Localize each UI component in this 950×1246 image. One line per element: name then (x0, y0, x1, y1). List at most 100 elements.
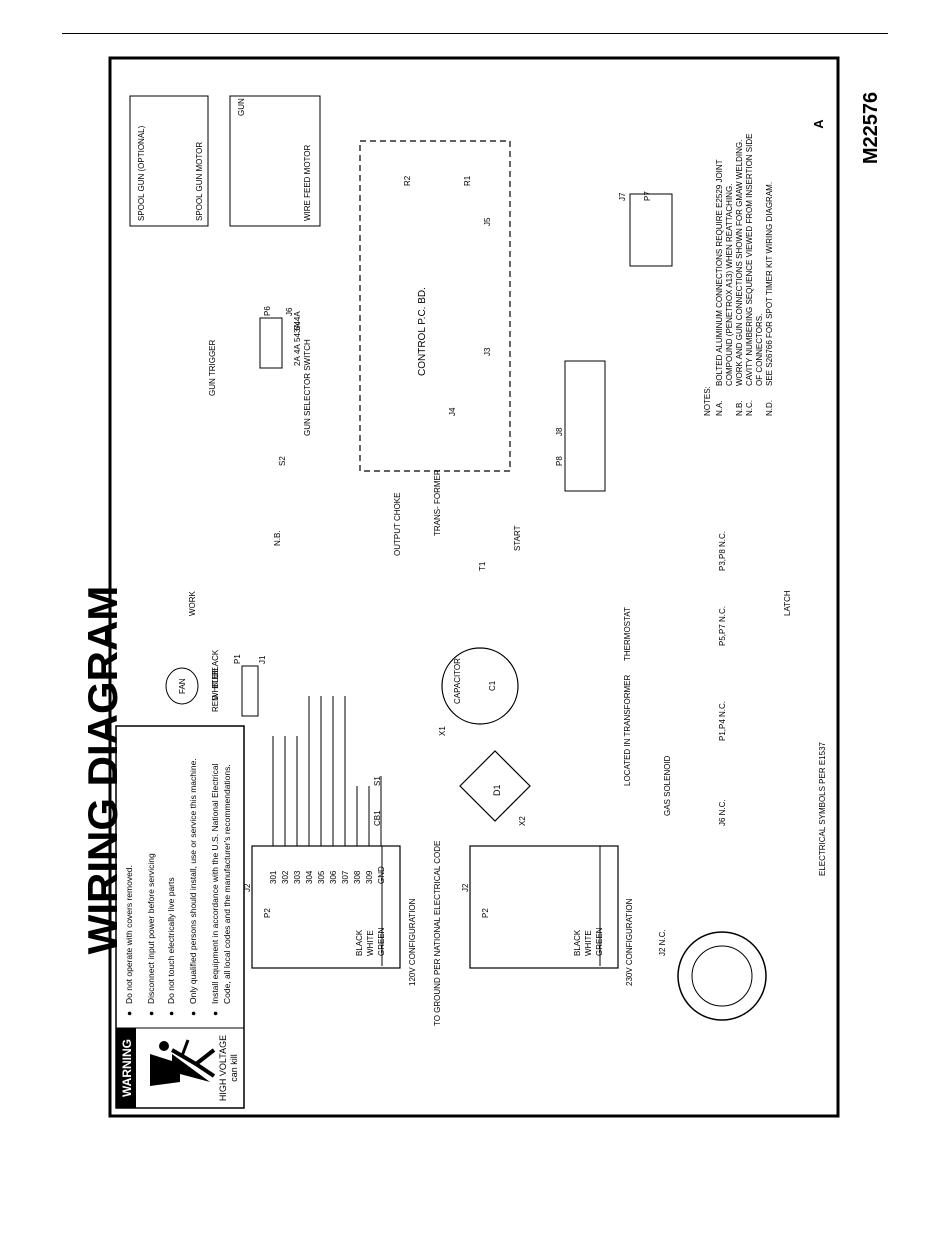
svg-text:X2: X2 (518, 816, 527, 826)
capacitor-c1: CAPACITOR C1 (441, 647, 519, 725)
hazard-text: HIGH VOLTAGE (218, 1035, 228, 1101)
svg-text:J2: J2 (243, 883, 252, 892)
svg-text:●: ● (166, 1011, 176, 1016)
shock-hazard-icon (150, 1039, 216, 1086)
svg-text:303: 303 (293, 870, 302, 884)
j2-round-connector: J2 N.C. (658, 929, 767, 1021)
gas-solenoid-label: GAS SOLENOID (663, 755, 672, 816)
svg-text:2A: 2A (293, 356, 302, 366)
svg-text:J4: J4 (448, 407, 457, 416)
svg-text:P1: P1 (233, 654, 242, 664)
svg-text:R1: R1 (463, 175, 472, 186)
svg-text:BLACK: BLACK (211, 649, 220, 676)
j2-wire-labels: 301 302 303 304 305 306 307 308 309 GND (269, 866, 386, 884)
top-rule (62, 33, 888, 34)
svg-text:308: 308 (353, 870, 362, 884)
svg-text:BOLTED ALUMINUM CONNECTIONS RE: BOLTED ALUMINUM CONNECTIONS REQUIRE E252… (715, 159, 724, 386)
svg-text:J2: J2 (461, 883, 470, 892)
svg-text:RED: RED (211, 695, 220, 712)
svg-text:NOTES:: NOTES: (703, 386, 712, 416)
warning-header: WARNING (120, 1039, 134, 1097)
work-label: WORK (188, 590, 197, 616)
svg-text:P6: P6 (263, 306, 272, 316)
control-pc-board: CONTROL P.C. BD. R1 R2 J3 J4 J5 (359, 140, 511, 472)
notes-block: NOTES: N.A.BOLTED ALUMINUM CONNECTIONS R… (703, 134, 774, 416)
svg-text:SPOOL GUN MOTOR: SPOOL GUN MOTOR (195, 142, 204, 221)
electrical-symbols-note: ELECTRICAL SYMBOLS PER E1537 (818, 741, 827, 876)
svg-text:304: 304 (305, 870, 314, 884)
svg-text:305: 305 (317, 870, 326, 884)
svg-text:CAPACITOR: CAPACITOR (453, 658, 462, 704)
svg-text:WHITE: WHITE (211, 674, 220, 700)
j2-green: GREEN (377, 927, 386, 956)
svg-text:J1: J1 (258, 655, 267, 664)
svg-text:GREEN: GREEN (595, 927, 604, 956)
p5p7-nc-label: P5,P7 N.C. (718, 606, 727, 646)
j6-block: P6 J6 544A 543A 4A 2A (259, 306, 302, 369)
gun-box: GUN WIRE FEED MOTOR (229, 95, 321, 227)
svg-text:●: ● (188, 1011, 198, 1016)
svg-text:SPOOL GUN (OPTIONAL): SPOOL GUN (OPTIONAL) (137, 125, 146, 221)
warning-bullet-5: Install equipment in accordance with the… (210, 763, 220, 1004)
gun-selector-label: GUN SELECTOR SWITCH (303, 339, 312, 436)
svg-text:X1: X1 (438, 726, 447, 736)
svg-text:J5: J5 (483, 217, 492, 226)
page-title: WIRING DIAGRAM (79, 586, 126, 955)
s1-label: S1 (373, 776, 382, 786)
j8-block: J8 P8 (555, 360, 606, 492)
warning-bullet-3: Do not touch electrically live parts (166, 877, 176, 1004)
p3p8-nc-label: P3,P8 N.C. (718, 531, 727, 571)
latch-label: LATCH (783, 590, 792, 616)
svg-text:BLACK: BLACK (573, 929, 582, 956)
svg-text:N.B.: N.B. (735, 400, 744, 416)
j2-black: BLACK (355, 929, 364, 956)
svg-text:WIRE FEED MOTOR: WIRE FEED MOTOR (303, 144, 312, 221)
svg-text:543A: 543A (293, 323, 302, 342)
svg-text:CAVITY NUMBERING SEQUENCE VIEW: CAVITY NUMBERING SEQUENCE VIEWED FROM IN… (745, 134, 754, 386)
revision-letter: A (811, 119, 826, 129)
transformer-label: TRANS- FORMER (433, 469, 442, 536)
located-in-transformer: LOCATED IN TRANSFORMER (623, 675, 632, 786)
svg-text:SEE S26766 FOR SPOT TIMER KIT: SEE S26766 FOR SPOT TIMER KIT WIRING DIA… (765, 182, 774, 386)
svg-text:301: 301 (269, 870, 278, 884)
svg-text:J3: J3 (483, 347, 492, 356)
diagram-frame (108, 56, 840, 1118)
diagram-id: M22576 (860, 92, 882, 164)
svg-text:R2: R2 (403, 175, 412, 186)
svg-text:J7: J7 (618, 192, 627, 201)
cfg-120-label: 120V CONFIGURATION (408, 898, 417, 986)
svg-text:P8: P8 (555, 456, 564, 466)
svg-text:GUN: GUN (237, 98, 246, 116)
t1-label: T1 (478, 561, 487, 571)
svg-text:●: ● (210, 1011, 220, 1016)
svg-text:302: 302 (281, 870, 290, 884)
fan: FAN P1 J1 BLACK BLUE WHITE RED (165, 649, 267, 717)
start-label: START (513, 525, 522, 551)
svg-text:J8: J8 (555, 427, 564, 436)
svg-text:P2: P2 (263, 908, 272, 918)
j7-block: J7 P7 (618, 191, 673, 267)
warning-bullet-1: Do not operate with covers removed. (124, 865, 134, 1004)
output-choke-label: OUTPUT CHOKE (393, 493, 402, 556)
svg-text:OF CONNECTORS.: OF CONNECTORS. (755, 314, 764, 386)
nb-label: N.B. (273, 530, 282, 546)
gun-trigger-label: GUN TRIGGER (208, 339, 217, 396)
svg-text:P7: P7 (643, 191, 652, 201)
cfg-230-label: 230V CONFIGURATION (625, 898, 634, 986)
svg-text:FAN: FAN (178, 678, 187, 694)
svg-text:WORK AND GUN CONNECTIONS SHOWN: WORK AND GUN CONNECTIONS SHOWN FOR GMAW … (735, 140, 744, 386)
warning-bullet-4: Only qualified persons should install, u… (188, 758, 198, 1004)
svg-text:●: ● (124, 1011, 134, 1016)
p1p4-nc-label: P1,P4 N.C. (718, 701, 727, 741)
j2-white: WHITE (366, 930, 375, 956)
j2-230v-block: P2 J2 230V CONFIGURATION BLACK WHITE GRE… (461, 845, 634, 986)
svg-text:BLUE: BLUE (211, 667, 220, 688)
warning-bullet-2: Disconnect input power before servicing (146, 853, 156, 1004)
svg-text:J2 N.C.: J2 N.C. (658, 929, 667, 956)
svg-text:J6: J6 (285, 307, 294, 316)
thermostat-label: THERMOSTAT (623, 607, 632, 661)
svg-text:N.D.: N.D. (765, 400, 774, 416)
j2-120v-block: J2 P2 120V CONFIGURATION BLACK WHITE GRE… (243, 845, 417, 986)
svg-text:WHITE: WHITE (584, 930, 593, 956)
